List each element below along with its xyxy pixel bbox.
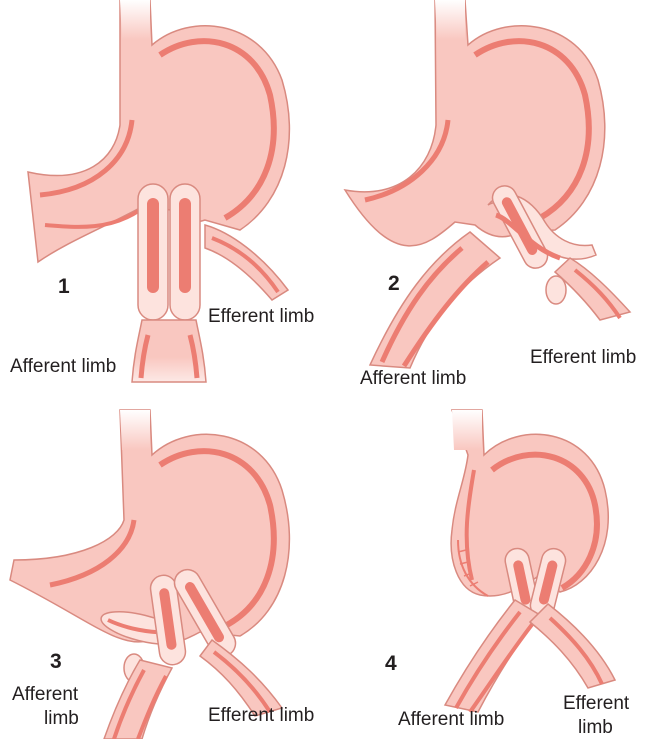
afferent-limb-label-2: Afferent limb xyxy=(360,368,466,389)
efferent-limb-label-4-line2: limb xyxy=(578,717,613,738)
stomach-3 xyxy=(10,410,289,644)
afferent-limb-label-1: Afferent limb xyxy=(10,356,116,377)
efferent-limb-4 xyxy=(530,604,615,688)
efferent-limb-label-1: Efferent limb xyxy=(208,306,314,327)
panel-number-1: 1 xyxy=(58,275,70,298)
panel-number-3: 3 xyxy=(50,650,62,673)
efferent-limb-1 xyxy=(205,225,288,300)
afferent-limb-1 xyxy=(132,320,206,382)
stomach-2 xyxy=(345,0,605,246)
panel-2: 2 Efferent limb Afferent limb xyxy=(345,0,636,389)
afferent-limb-4 xyxy=(445,600,540,712)
panel-4: 4 Afferent limb Efferent limb xyxy=(385,410,630,738)
panel-1: 1 Efferent limb Afferent limb xyxy=(10,0,314,382)
panel-number-2: 2 xyxy=(388,272,400,295)
efferent-limb-label-4-line1: Efferent xyxy=(563,693,630,714)
afferent-limb-label-3-line2: limb xyxy=(44,708,79,729)
afferent-limb-label-3-line1: Afferent xyxy=(12,684,79,705)
panel-3: 3 Afferent limb Efferent limb xyxy=(10,410,314,739)
efferent-limb-label-3: Efferent limb xyxy=(208,705,314,726)
afferent-limb-3 xyxy=(104,660,172,739)
afferent-limb-2 xyxy=(370,232,500,368)
afferent-limb-label-4: Afferent limb xyxy=(398,709,504,730)
efferent-limb-label-2: Efferent limb xyxy=(530,347,636,368)
panel-number-4: 4 xyxy=(385,652,397,675)
